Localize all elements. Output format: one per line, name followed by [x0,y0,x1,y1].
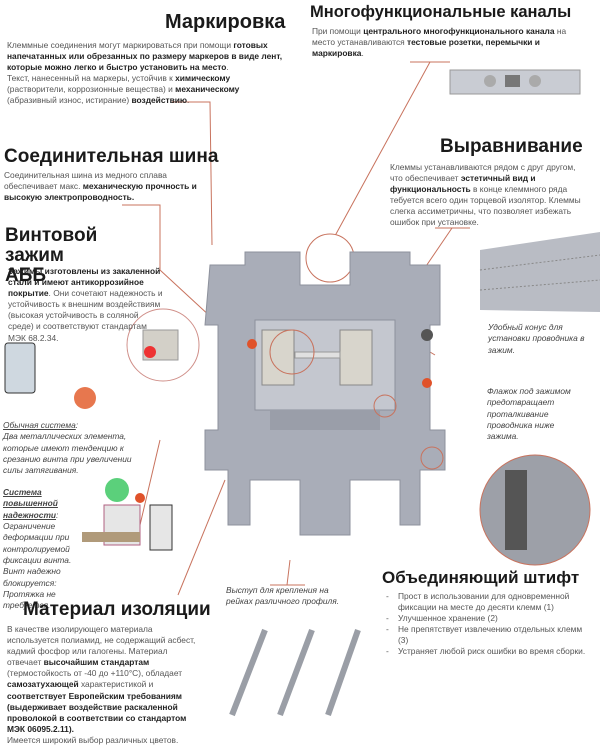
marking-title: Маркировка [165,11,286,33]
rail-note: Выступ для крепления на рейках различног… [226,585,340,607]
list-item: Устраняет любой риск ошибки во время сбо… [384,646,589,657]
list-item: Прост в использовании для одновременной … [384,591,589,613]
din-rails [229,628,361,717]
leader-lines [122,61,470,596]
terminal-block [204,251,446,536]
list-item: Не препятствует извлечению отдельных кле… [384,624,589,646]
channels-text: При помощи центрального многофункциональ… [312,26,567,59]
busbar-title: Соединительная шина [4,146,219,167]
ordinary-system: Обычная система:Два металлических элемен… [3,420,132,476]
screw-title: Винтовой зажим АББ [5,225,98,286]
pin-list: Прост в использовании для одновременной … [384,591,589,657]
reliable-system: Система повышенной надежности:Ограничени… [3,487,72,611]
cone-note: Удобный конус для установки проводника в… [488,322,585,355]
flag-note: Флажок под зажимом предотвращает проталк… [487,386,571,442]
list-item: Улучшенное хранение (2) [384,613,589,624]
insulation-title: Материал изоляции [23,599,211,620]
alignment-text: Клеммы устанавливаются рядом с друг друг… [390,162,581,228]
alignment-title: Выравнивание [440,136,583,157]
insulation-text: В качестве изолирующего материала исполь… [7,624,196,745]
busbar-text: Соединительная шина из медного сплава об… [4,170,197,203]
pin-title: Объединяющий штифт [382,568,580,587]
marking-text: Клеммные соединения могут маркироваться … [7,40,283,106]
channels-title: Многофункциональные каналы [310,3,572,21]
stacked-terminals [479,232,600,312]
screw-text: Зажимы изготовлены из закаленной стали и… [8,266,163,343]
